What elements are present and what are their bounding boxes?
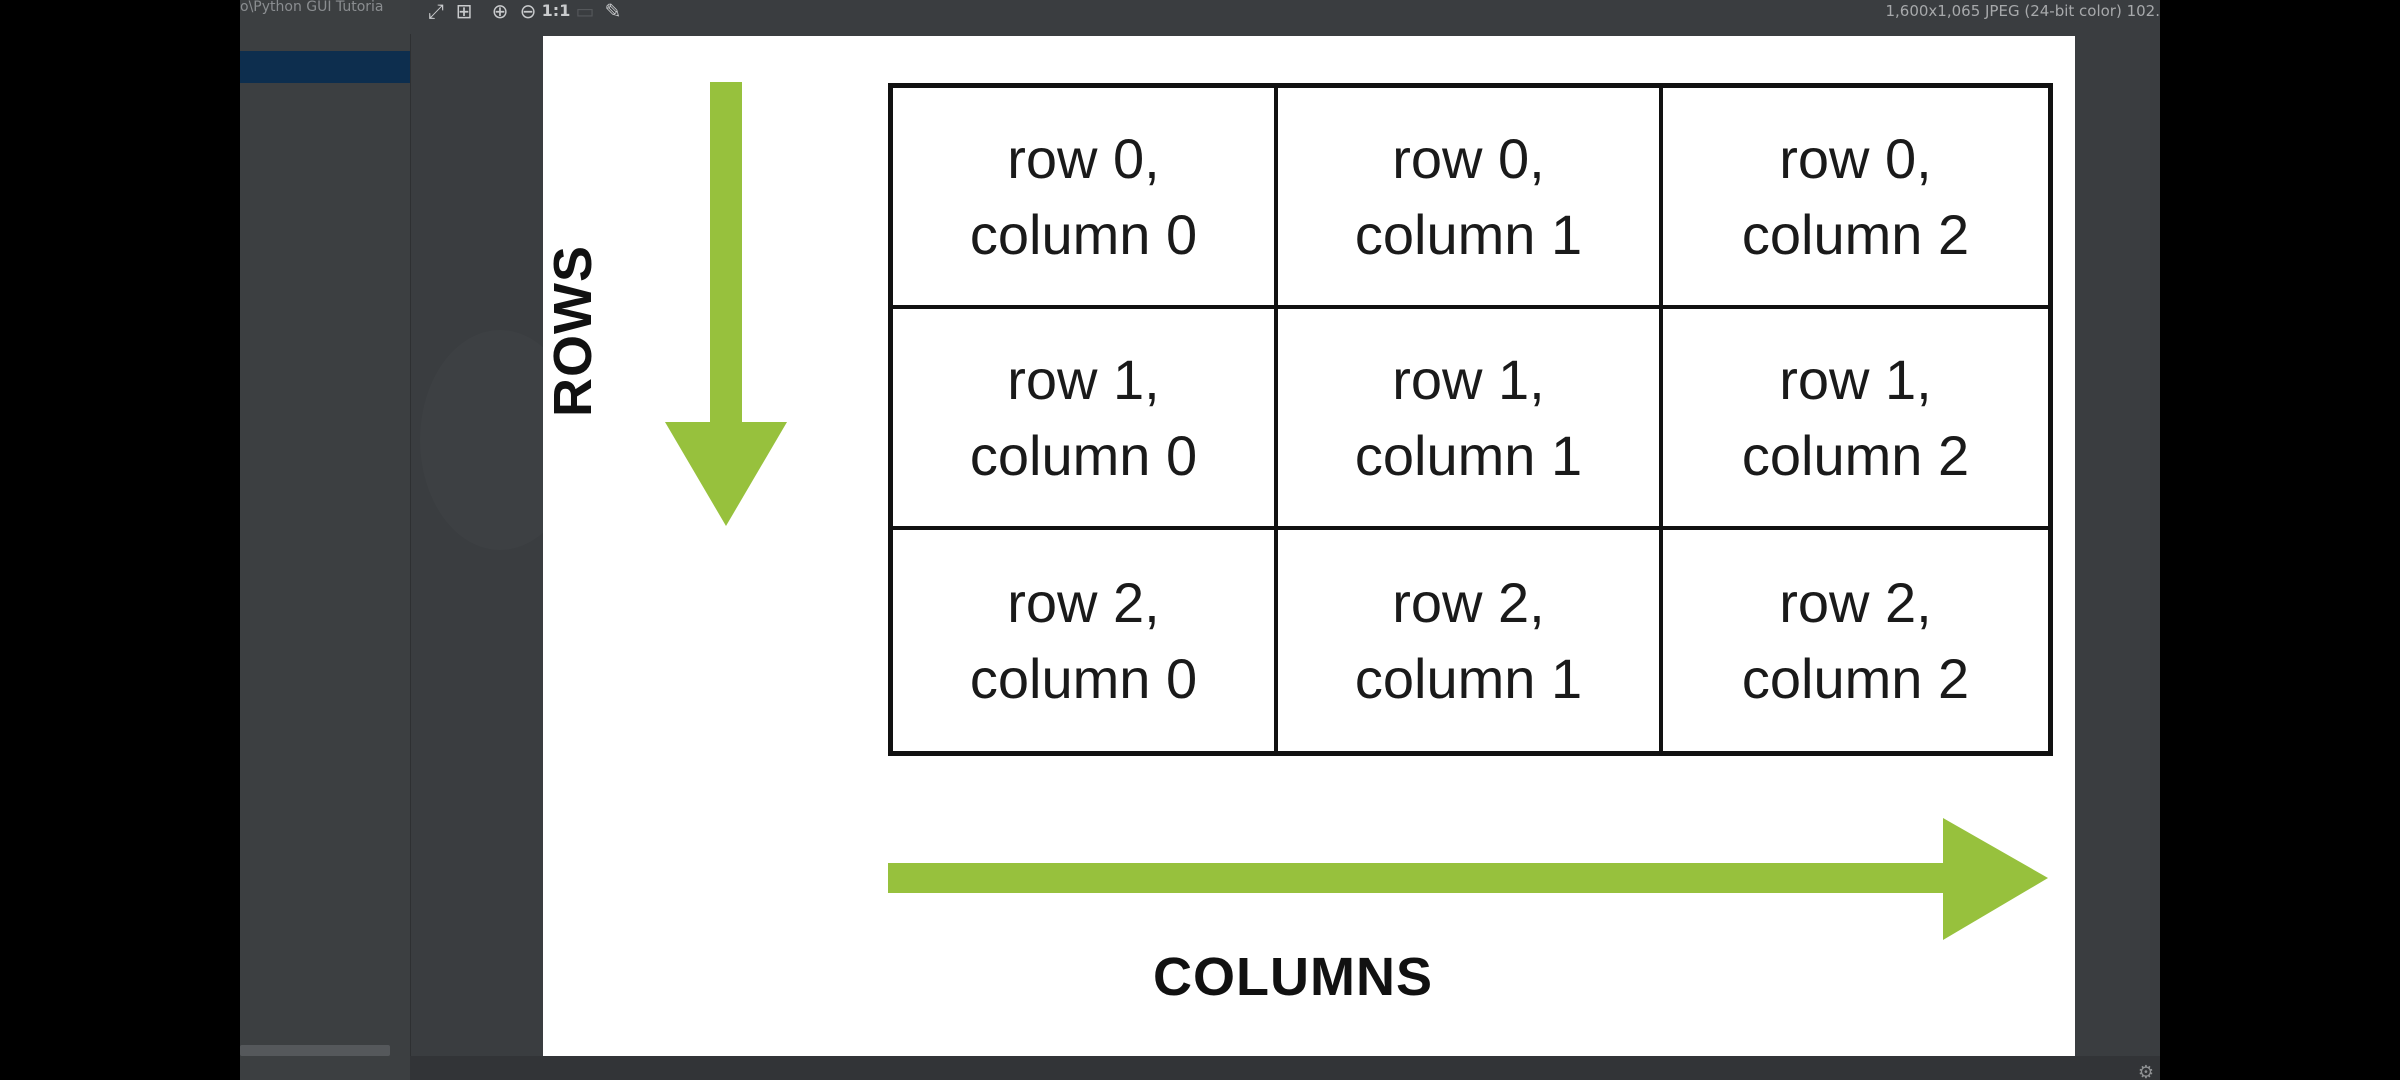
rows-label-text: ROWS xyxy=(543,245,603,417)
columns-arrow-head xyxy=(1943,818,2048,940)
background-toggle-icon[interactable]: ▭ xyxy=(575,0,595,23)
zoom-in-icon[interactable]: ⊕ xyxy=(491,0,509,23)
status-strip xyxy=(410,1056,2160,1080)
grid-cell: row 2, column 0 xyxy=(893,530,1278,751)
grid-cell: row 0, column 2 xyxy=(1663,88,2048,309)
rows-arrow-head xyxy=(665,422,787,526)
sidebar-scrollbar[interactable] xyxy=(240,1045,390,1056)
rows-axis-label: ROWS xyxy=(543,245,613,417)
grid-cell: row 0, column 0 xyxy=(893,88,1278,309)
grid-cell: row 1, column 2 xyxy=(1663,309,2048,530)
gear-icon[interactable]: ⚙ xyxy=(2137,1062,2154,1080)
eyedropper-icon[interactable]: ✎ xyxy=(604,0,622,23)
arrows-layer xyxy=(665,82,2048,940)
folder-path-label: o\Python GUI Tutoria xyxy=(240,0,384,15)
rows-arrow-shaft xyxy=(710,82,742,422)
columns-arrow-icon xyxy=(888,818,2048,940)
viewer-toolbar: ⤢ ⊞ ⊕ ⊖ 1:1 ▭ ✎ 1,600x1,065 JPEG (24-bit… xyxy=(410,0,2160,34)
grid-cell: row 1, column 1 xyxy=(1278,309,1663,530)
columns-arrow-shaft xyxy=(888,863,1948,893)
grid-cell: row 2, column 2 xyxy=(1741,570,1970,710)
actual-size-button[interactable]: 1:1 xyxy=(541,1,571,20)
fullscreen-icon[interactable]: ⤢ xyxy=(428,0,444,23)
grid-icon[interactable]: ⊞ xyxy=(455,0,473,23)
file-sidebar: o\Python GUI Tutoria xyxy=(240,0,411,1080)
sidebar-selected-item[interactable] xyxy=(240,51,410,83)
grid-cell: row 0, column 1 xyxy=(1278,88,1663,309)
rows-arrow-icon xyxy=(665,82,787,526)
columns-axis-label: COLUMNS xyxy=(1153,947,1433,1007)
image-viewer-window: o\Python GUI Tutoria ⤢ ⊞ ⊕ ⊖ 1:1 ▭ ✎ 1,6… xyxy=(240,0,2160,1080)
grid-cell: row 1, column 0 xyxy=(893,309,1278,530)
image-info-label: 1,600x1,065 JPEG (24-bit color) 102. xyxy=(1885,2,2160,20)
zoom-out-icon[interactable]: ⊖ xyxy=(519,0,537,23)
grid-cell: row 2, column 1 xyxy=(1278,530,1663,751)
